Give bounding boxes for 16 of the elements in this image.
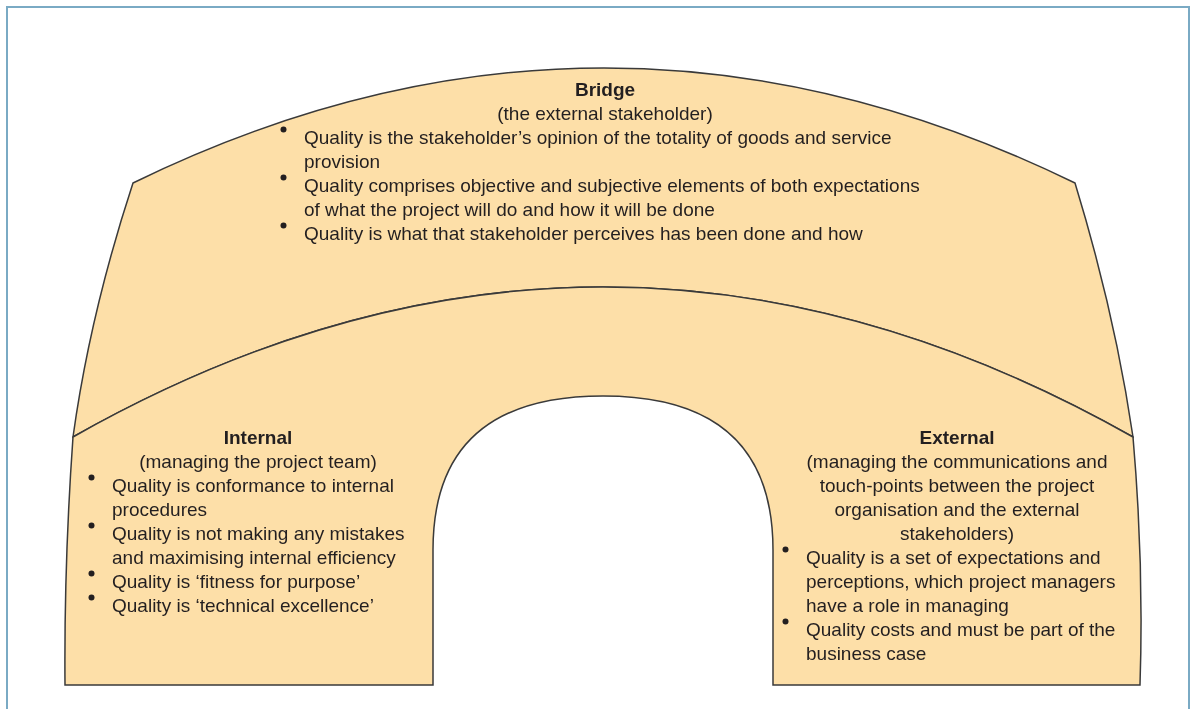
bullet-point: Quality is a set of expectations and perceptions, which project managers have a role in managing bbox=[782, 546, 1132, 618]
bullet-point: Quality costs and must be part of the business case bbox=[782, 618, 1132, 666]
bullet-point: Quality is the stakeholder’s opinion of the totality of goods and service provision bbox=[280, 126, 930, 174]
section-heading: External bbox=[918, 426, 996, 450]
bullet-point: Quality is not making any mistakes and maximising internal efficiency bbox=[88, 522, 428, 570]
bullet-point: Quality is conformance to internal procedures bbox=[88, 474, 428, 522]
bullet-point: Quality is ‘technical excellence’ bbox=[88, 594, 428, 618]
bullet-point: Quality is ‘fitness for purpose’ bbox=[88, 570, 428, 594]
bullet-point: Quality comprises objective and subjective elements of both expectations of what the project will do and how it will be done bbox=[280, 174, 930, 222]
section-subtitle: (the external stakeholder) bbox=[496, 102, 714, 126]
section-heading: Internal bbox=[222, 426, 294, 450]
section-heading: Bridge bbox=[573, 78, 637, 102]
section-subtitle: (managing the communications and touch-points between the project organisation and the external stakeholders) bbox=[805, 450, 1109, 546]
section-subtitle: (managing the project team) bbox=[138, 450, 378, 474]
arch-section bbox=[62, 284, 1144, 687]
bullet-point: Quality is what that stakeholder perceives has been done and how bbox=[280, 222, 930, 246]
